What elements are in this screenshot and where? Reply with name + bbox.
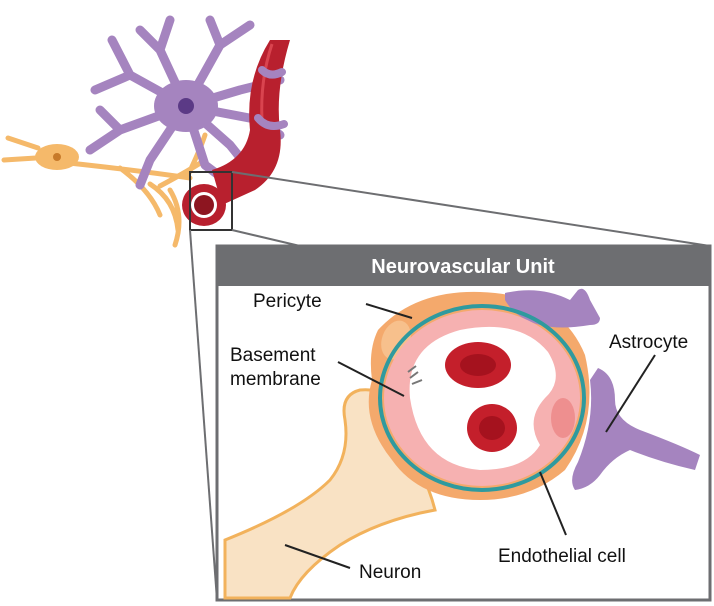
zoom-projection-lines xyxy=(189,171,711,601)
red-blood-cell xyxy=(445,342,511,388)
basement-membrane-label-line2: membrane xyxy=(230,369,321,390)
neurovascular-unit-panel: Neurovascular Unit xyxy=(215,244,712,602)
zoom-selection-box xyxy=(189,171,233,231)
basement-membrane-leader xyxy=(337,361,405,397)
panel-header xyxy=(217,246,710,286)
neuron-cell-overview xyxy=(1,132,208,248)
endothelial-leader xyxy=(539,471,567,536)
blood-vessel-overview xyxy=(182,40,290,226)
pericyte-label: Pericyte xyxy=(253,291,322,312)
astrocyte-overview xyxy=(85,15,285,190)
overview-illustration xyxy=(1,15,290,248)
neuron-label: Neuron xyxy=(359,562,421,583)
endothelial-cell-label: Endothelial cell xyxy=(498,546,626,567)
pericyte-leader xyxy=(365,303,413,319)
panel-title: Neurovascular Unit xyxy=(371,256,555,278)
basement-membrane-detail xyxy=(378,304,586,492)
basement-membrane-label-line1: Basement xyxy=(230,345,316,366)
astrocyte-leader xyxy=(605,354,656,433)
neuron-leader xyxy=(284,544,351,569)
red-blood-cell xyxy=(467,404,517,452)
astrocyte-label: Astrocyte xyxy=(609,332,688,353)
